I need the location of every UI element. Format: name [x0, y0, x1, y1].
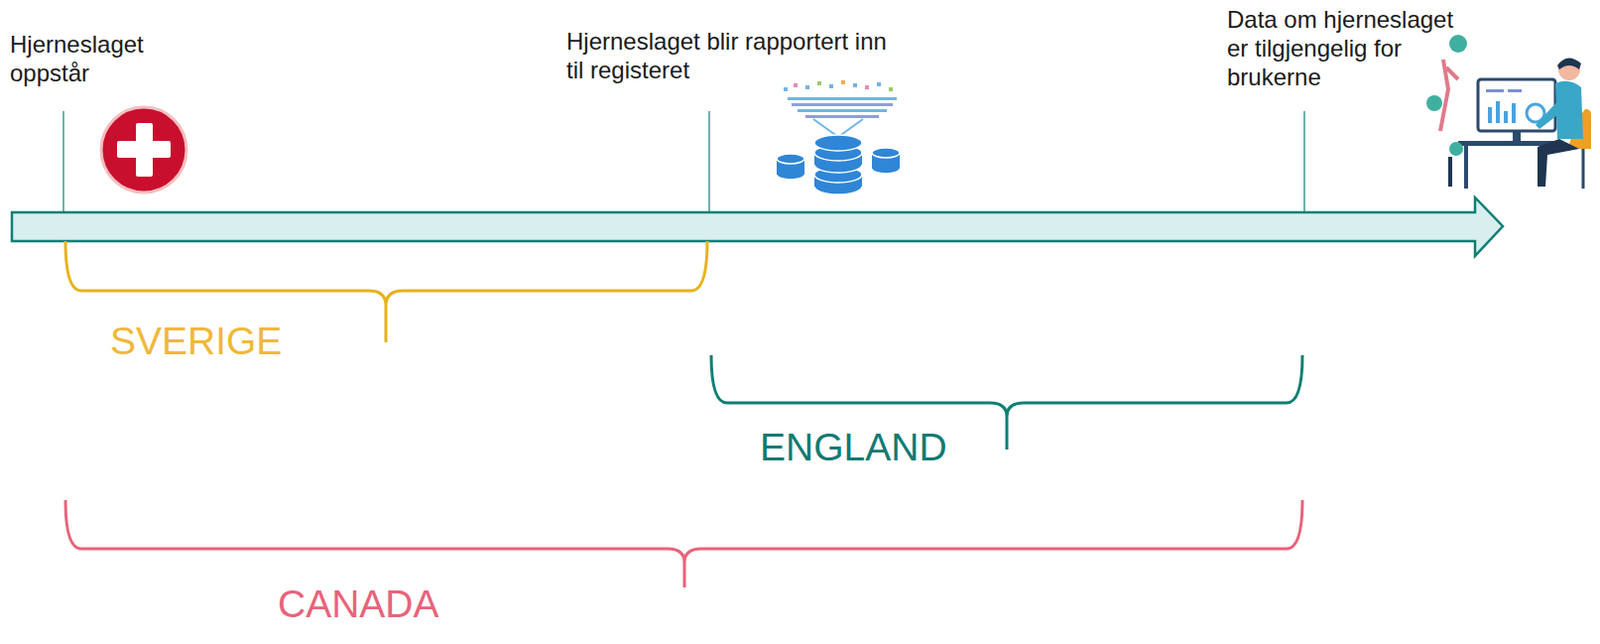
event-label: Hjerneslaget oppstår — [9, 30, 184, 89]
bracket — [65, 499, 1303, 588]
database-icon — [776, 80, 900, 195]
tick-line — [708, 111, 710, 213]
tick-line — [62, 111, 64, 213]
country-label: ENGLAND — [759, 424, 1058, 472]
medical-cross-icon — [101, 107, 187, 193]
country-label: SVERIGE — [110, 318, 408, 366]
country-label: CANADA — [277, 581, 576, 628]
user-at-desk-icon — [1426, 34, 1592, 189]
event-label: Hjerneslaget blir rapportert inn til reg… — [566, 27, 894, 86]
event-label: Data om hjerneslaget er tilgjengelig for… — [1227, 5, 1466, 92]
tick-line — [1303, 111, 1305, 213]
timeline-arrow — [11, 197, 1503, 256]
